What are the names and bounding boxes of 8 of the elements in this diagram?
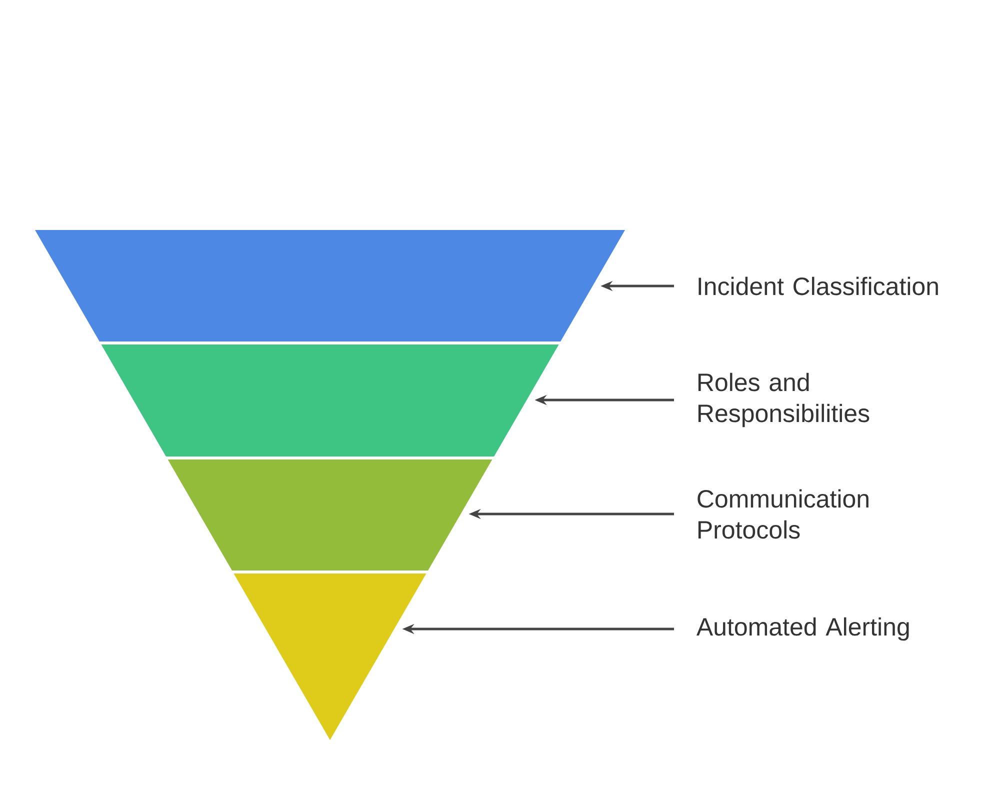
funnel-band (35, 230, 625, 342)
funnel-band (101, 344, 559, 456)
label-text: Incident Classification (698, 276, 938, 296)
label-text: Automated Alerting (696, 617, 909, 641)
funnel-band (168, 460, 492, 570)
funnel-band (234, 574, 426, 740)
label-text: Roles and Responsibilities (698, 372, 870, 428)
label-text: Communication Protocols (698, 489, 868, 539)
